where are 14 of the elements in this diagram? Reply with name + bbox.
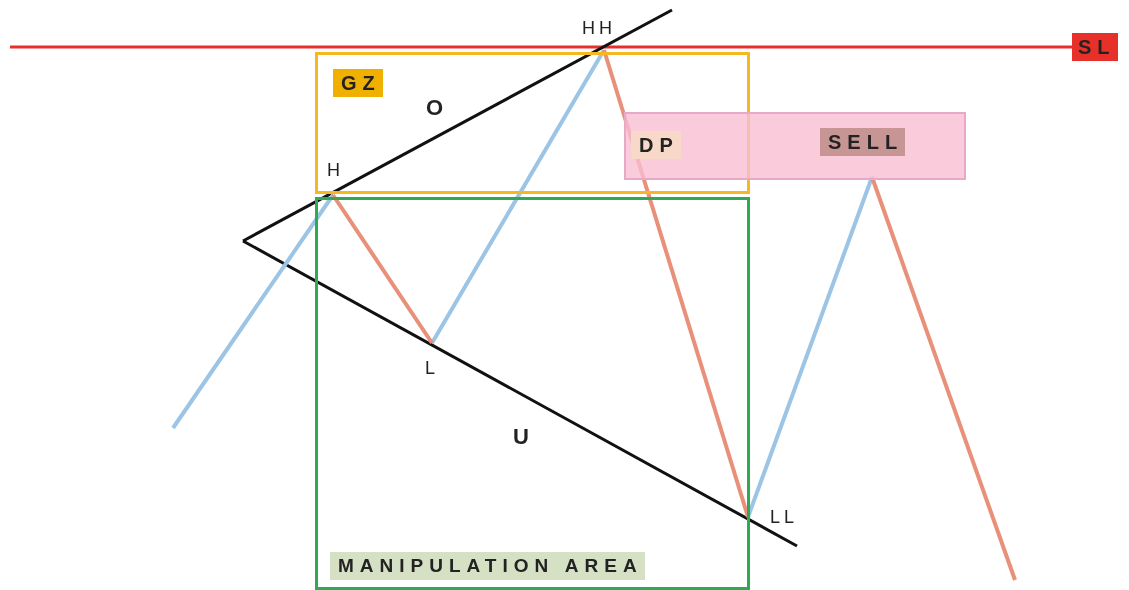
area-label: MANIPULATION AREA (330, 552, 645, 580)
zone-label: GZ (333, 69, 383, 97)
stop-loss-label: SL (1072, 33, 1118, 61)
point-label: L (425, 358, 439, 378)
sell-label: SELL (820, 128, 906, 156)
point-label: H (327, 160, 344, 180)
sell-zone-box (624, 112, 966, 180)
zone-label: DP (631, 131, 681, 159)
zone-box (315, 52, 750, 194)
trendline-label: U (513, 427, 533, 447)
trendline-label: O (426, 98, 448, 118)
point-label: HH (582, 18, 616, 38)
point-label: LL (770, 507, 799, 527)
area-box (315, 197, 750, 590)
